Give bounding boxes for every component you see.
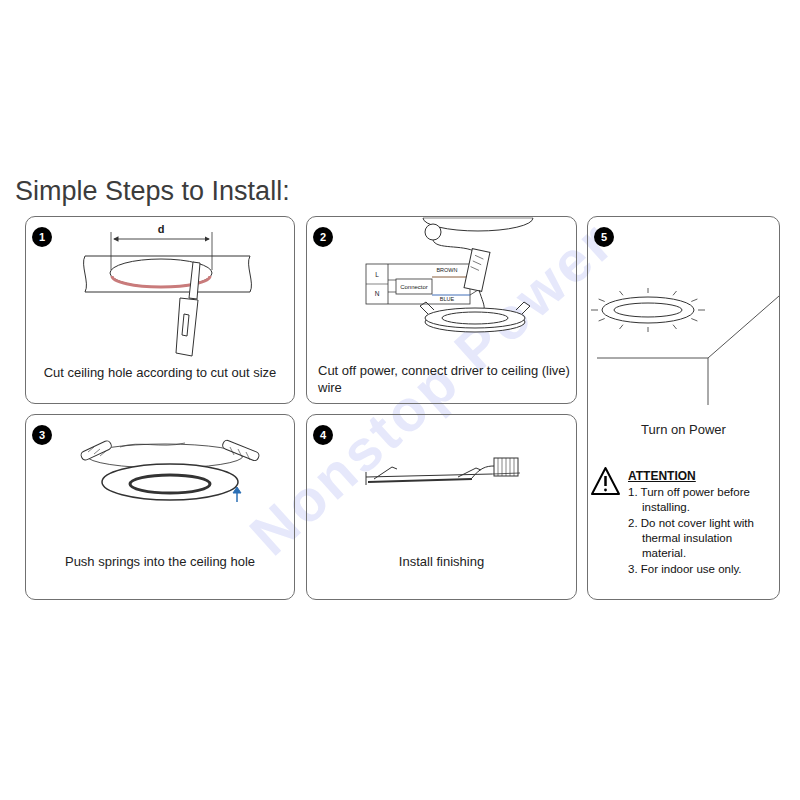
warning-icon: [604, 489, 607, 492]
step-caption: Push springs into the ceiling hole: [30, 553, 290, 570]
wiring-illustration: [366, 284, 388, 285]
step-number: 5: [594, 227, 614, 247]
finishing-illustration: [374, 467, 397, 479]
step-number: 3: [32, 425, 52, 445]
attention-item: 2. Do not cover light with thermal insul…: [628, 516, 776, 561]
connector-label: Connector: [400, 284, 428, 290]
step-caption: Turn on Power: [592, 421, 775, 438]
finishing-illustration: [368, 479, 472, 482]
ceiling-cut-illustration: [189, 262, 200, 299]
warning-icon: [592, 468, 619, 494]
ceiling-cut-illustration: [176, 298, 198, 356]
spring-install-illustration: [120, 443, 185, 447]
wiring-illustration: [388, 292, 396, 293]
step-number: 4: [313, 425, 333, 445]
wiring-illustration: [516, 302, 530, 314]
step-panel: Install finishing 4: [306, 414, 577, 600]
number-circle: [32, 425, 52, 445]
step-panel: Cut ceiling hole according to cut out si…: [25, 216, 295, 404]
light-on-illustration: [708, 358, 709, 405]
wiring-illustration: [366, 264, 470, 304]
terminal-label: N: [375, 291, 380, 298]
step-caption: Install finishing: [311, 553, 572, 570]
light-on-illustration: [597, 296, 779, 358]
callout-number: 3: [39, 430, 45, 441]
finishing-illustration: [492, 473, 520, 474]
attention-item: 3. For indoor use only.: [628, 562, 776, 577]
ceiling-cut-illustration: [212, 232, 213, 270]
light-on-illustration: [591, 288, 705, 332]
wiring-illustration: [396, 279, 432, 294]
spring-install-illustration: [80, 439, 260, 502]
wiring-illustration: [479, 290, 484, 310]
ceiling-cut-illustration: [85, 256, 250, 257]
wiring-illustration: [425, 224, 441, 240]
step-panel: Cut off power, connect driver to ceiling…: [306, 216, 577, 404]
wiring-illustration: [420, 302, 434, 314]
ceiling-cut-illustration: [84, 232, 252, 356]
ceiling-cut-illustration: [85, 292, 250, 293]
wiring-illustration: [432, 295, 470, 296]
light-on-illustration: [614, 303, 682, 317]
step-caption: Cut off power, connect driver to ceiling…: [318, 362, 570, 396]
callout-number: 2: [320, 232, 326, 243]
step-number: 2: [313, 227, 333, 247]
wiring-illustration: [464, 249, 490, 292]
wiring-illustration: [432, 277, 470, 278]
wiring-illustration: [423, 218, 533, 219]
spring-install-illustration: [80, 440, 113, 462]
step-number: 1: [32, 227, 52, 247]
spring-install-illustration: [102, 464, 238, 500]
dimension-label: d: [158, 224, 165, 235]
ceiling-cut-illustration: [182, 314, 189, 336]
callout-number: 1: [39, 232, 45, 243]
spring-install-illustration: [230, 447, 250, 460]
attention-heading: ATTENTION: [628, 468, 776, 484]
finishing-illustration: [366, 472, 367, 485]
callout-number: 4: [320, 430, 326, 441]
spring-install-illustration: [130, 475, 210, 493]
ceiling-cut-illustration: [111, 232, 112, 270]
terminal-label: L: [375, 272, 379, 279]
step-panel: Turn on PowerATTENTION1. Turn off power …: [587, 216, 780, 600]
step-panel: Push springs into the ceiling hole 3: [25, 414, 295, 600]
callout-number: 5: [601, 232, 607, 243]
ceiling-cut-illustration: [249, 256, 252, 292]
light-on-illustration: [591, 288, 779, 405]
diagram-title: Simple Steps to Install:: [15, 176, 290, 207]
wire-label: BROWN: [436, 268, 457, 274]
spring-install-illustration: [222, 439, 261, 462]
wiring-illustration: [442, 312, 508, 324]
wire-label: BLUE: [440, 297, 454, 303]
ceiling-cut-illustration: [84, 256, 87, 292]
number-circle: [313, 227, 333, 247]
spring-install-illustration: [233, 487, 241, 493]
number-circle: [313, 425, 333, 445]
wiring-illustration: [433, 240, 476, 252]
wiring-illustration: [470, 255, 484, 271]
number-circle: [32, 227, 52, 247]
wiring-illustration: [425, 308, 525, 328]
wiring-illustration: [366, 218, 533, 332]
attention-block: ATTENTION1. Turn off power before instal…: [628, 468, 776, 577]
light-on-illustration: [602, 297, 694, 323]
number-circle: [594, 227, 614, 247]
finishing-illustration: [472, 466, 494, 478]
step-caption: Cut ceiling hole according to cut out si…: [30, 364, 290, 381]
attention-item: 1. Turn off power before installing.: [628, 485, 776, 515]
finishing-illustration: [366, 458, 520, 485]
warning-icon: [604, 476, 607, 486]
wiring-illustration: [388, 280, 396, 281]
spring-install-illustration: [88, 447, 106, 456]
warning-icon: [592, 468, 619, 494]
ceiling-cut-illustration: [114, 239, 209, 240]
